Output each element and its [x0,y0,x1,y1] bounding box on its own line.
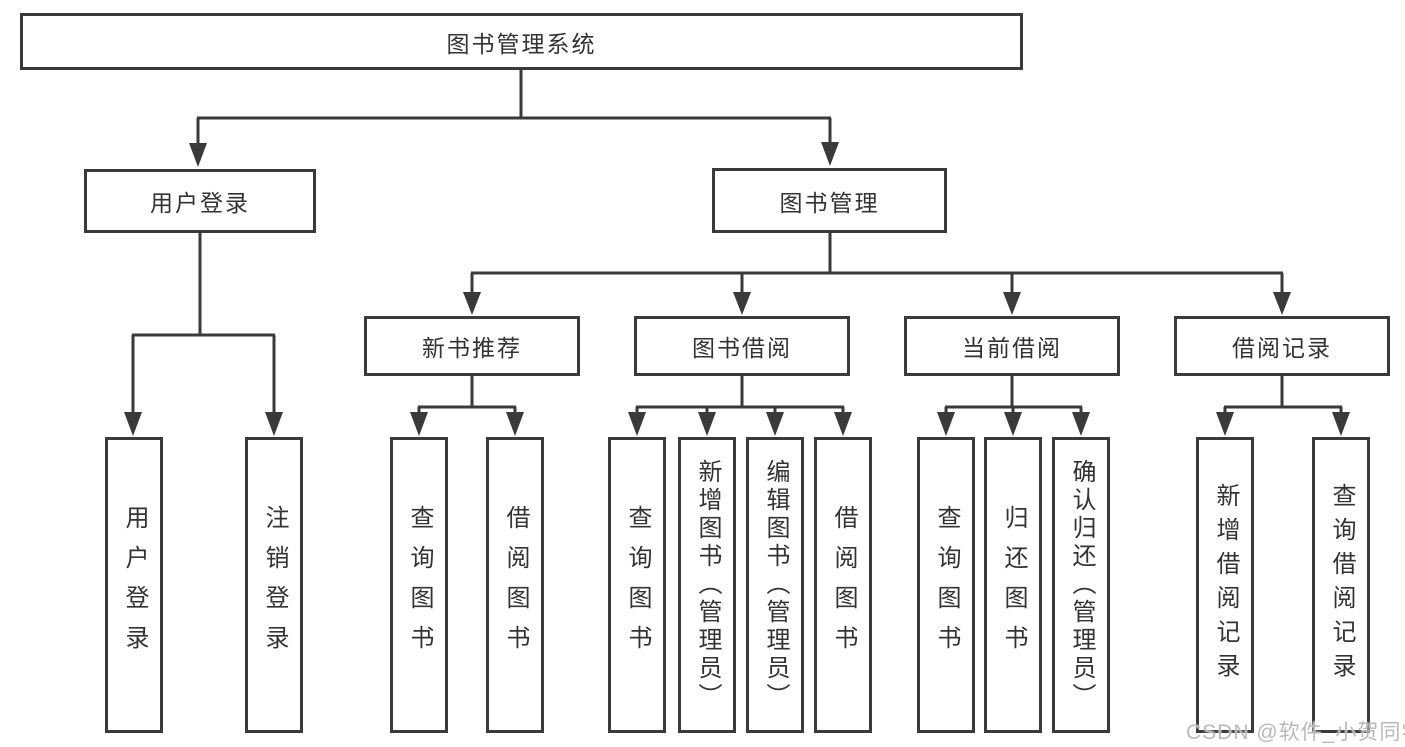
edge-new-book-rec-to-leaves [410,376,524,436]
node-current-borrow-label: 当前借阅 [962,335,1062,361]
edge-borrow-records-to-leaves [1216,376,1350,436]
leaf-borrow-books-1-label: 借阅图书 [502,505,529,665]
node-user-login: 用户登录 [84,169,316,233]
leaf-return-books: 归还图书 [984,437,1042,733]
leaf-logout: 注销登录 [245,437,303,733]
watermark: CSDN @软件_小贺同学 [1186,721,1405,744]
leaf-user-login: 用户登录 [105,437,163,733]
node-borrow-records-label: 借阅记录 [1232,335,1332,361]
node-user-login-label: 用户登录 [150,190,250,216]
leaf-query-books-1: 查询图书 [390,437,448,733]
leaf-edit-books-admin-label: 编辑图书（管理员） [762,459,789,711]
node-root-label: 图书管理系统 [446,30,597,57]
leaf-query-books-2-label: 查询图书 [624,505,651,665]
node-new-book-rec: 新书推荐 [364,316,580,376]
leaf-add-books-admin: 新增图书（管理员） [678,437,736,733]
leaf-query-books-2: 查询图书 [608,437,666,733]
node-borrow-records: 借阅记录 [1174,316,1390,376]
leaf-edit-books-admin: 编辑图书（管理员） [746,437,804,733]
leaf-query-books-3: 查询图书 [917,437,975,733]
node-book-borrow: 图书借阅 [634,316,850,376]
edge-book-mgmt-to-level3 [463,233,1291,315]
node-book-mgmt: 图书管理 [712,168,947,233]
node-root: 图书管理系统 [20,13,1023,70]
leaf-return-books-label: 归还图书 [1000,505,1027,665]
leaf-query-books-1-label: 查询图书 [406,505,433,665]
node-book-borrow-label: 图书借阅 [692,335,792,361]
leaf-add-borrow-record: 新增借阅记录 [1196,437,1254,733]
edge-current-borrow-to-leaves [937,376,1090,436]
leaf-user-login-label: 用户登录 [121,505,148,665]
edge-book-borrow-to-leaves [628,376,852,436]
edge-root-to-level2 [189,70,839,167]
node-new-book-rec-label: 新书推荐 [422,335,522,361]
node-current-borrow: 当前借阅 [904,316,1120,376]
leaf-borrow-books-2: 借阅图书 [814,437,872,733]
leaf-add-borrow-record-label: 新增借阅记录 [1212,483,1239,687]
leaf-query-borrow-record: 查询借阅记录 [1312,437,1370,733]
leaf-confirm-return-admin: 确认归还（管理员） [1052,437,1110,733]
leaf-logout-label: 注销登录 [261,505,288,665]
leaf-borrow-books-2-label: 借阅图书 [830,505,857,665]
leaf-query-books-3-label: 查询图书 [933,505,960,665]
leaf-borrow-books-1: 借阅图书 [486,437,544,733]
node-book-mgmt-label: 图书管理 [779,189,880,216]
edge-user-login-to-leaves [124,233,283,436]
leaf-confirm-return-admin-label: 确认归还（管理员） [1068,459,1095,711]
leaf-query-borrow-record-label: 查询借阅记录 [1328,483,1355,687]
leaf-add-books-admin-label: 新增图书（管理员） [694,459,721,711]
